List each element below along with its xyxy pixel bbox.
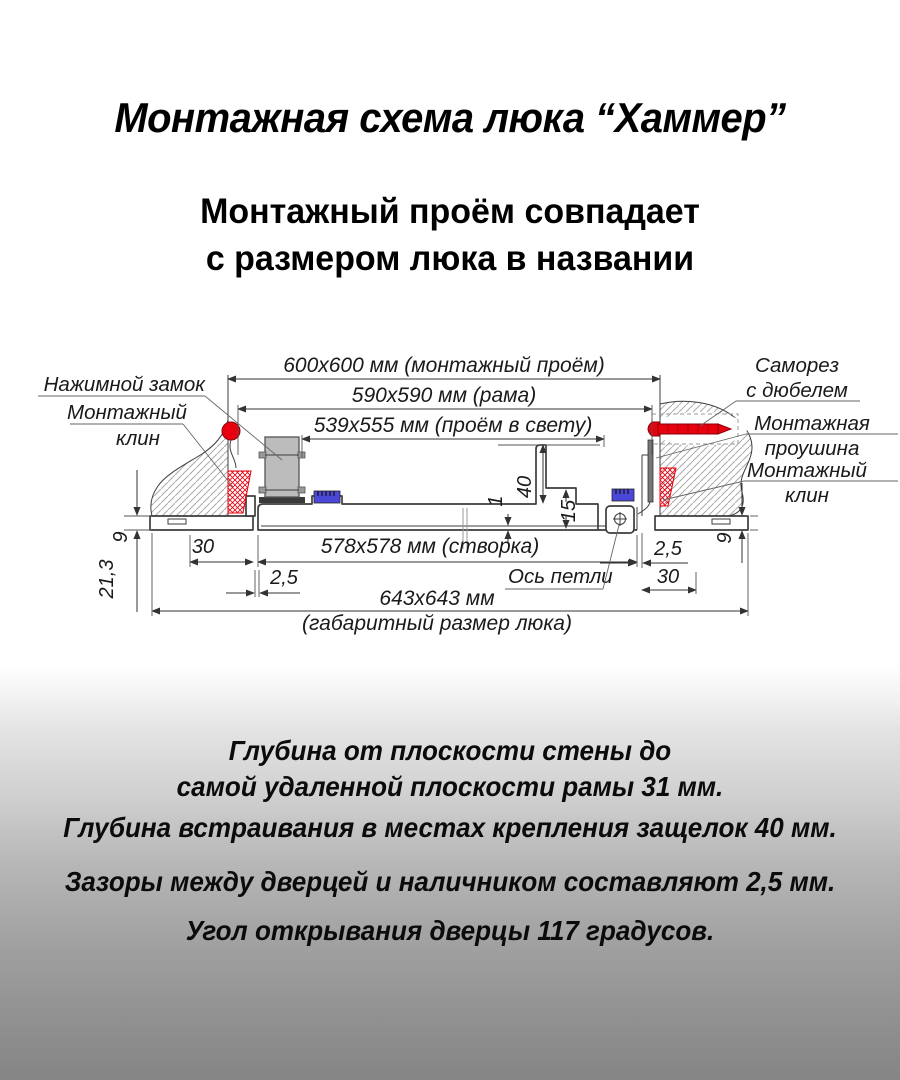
dim-overall: 643x643 мм (габаритный размер люка) [151,533,749,635]
left-seal [313,490,341,504]
mounting-lug [637,439,654,515]
dim-30-left: 30 [189,535,254,567]
dim-frame: 590x590 мм (рама) [237,384,653,455]
screw-with-dowel [647,413,739,445]
svg-text:клин: клин [116,427,160,450]
dim-text-30-left: 30 [192,536,214,558]
push-lock-button [221,421,241,441]
hinge-bracket [605,505,635,534]
dim-1: 1 [485,495,512,542]
svg-text:Монтажная: Монтажная [754,412,870,435]
dim-text-frame: 590x590 мм (рама) [352,384,536,407]
lock-wire [229,439,237,469]
right-casing-profile [654,515,749,531]
note-depth-frame-line1: Глубина от плоскости стены до [228,735,672,766]
svg-text:Нажимной замок: Нажимной замок [44,373,207,396]
svg-text:Монтажный: Монтажный [747,459,867,482]
dim-text-1: 1 [485,495,507,506]
dim-text-mounting-opening: 600x600 мм (монтажный проём) [283,354,605,377]
svg-text:проушина: проушина [765,437,860,460]
label-screw: Саморез с дюбелем [699,354,860,427]
right-mounting-wedge [659,467,677,507]
svg-text:с дюбелем: с дюбелем [746,379,848,402]
label-lug: Монтажная проушина [655,412,898,460]
subtitle-line-1: Монтажный проём совпадает [200,192,700,231]
dim-15: 15 [558,489,580,529]
left-frame-profile [245,495,256,517]
hinge-axis-callout: Ось петли [505,524,620,590]
note-gaps: Зазоры между дверцей и наличником состав… [64,866,836,897]
label-wedge-left: Монтажный клин [67,401,234,488]
bottom-gradient-background [0,665,900,1080]
dim-text-2-5-right: 2,5 [653,538,683,560]
dim-chain-right: 9 [714,483,758,563]
door-leaf-profile [257,444,638,531]
dim-text-30-right: 30 [657,566,679,588]
dim-clear-opening: 539x555 мм (проём в свету) [301,414,605,457]
dim-text-overall-caption: (габаритный размер люка) [302,612,572,635]
push-lock-assembly [258,436,306,503]
push-lock-body [264,436,300,498]
dim-text-clear-opening: 539x555 мм (проём в свету) [314,414,593,437]
dim-text-leaf: 578x578 мм (створка) [321,535,539,558]
dim-40: 40 [498,444,600,504]
page-title: Монтажная схема люка “Хаммер” [114,94,786,141]
dim-leaf: 578x578 мм (створка) [257,535,638,567]
dim-30-right: 30 [641,566,697,594]
svg-text:Монтажный: Монтажный [67,401,187,424]
dim-2-5-left: 2,5 [226,567,300,597]
svg-text:клин: клин [785,484,829,507]
dim-mounting-opening: 600x600 мм (монтажный проём) [227,354,661,383]
dim-text-9-right: 9 [714,532,736,543]
dim-text-9-left: 9 [110,531,132,542]
left-casing-profile [149,515,254,531]
dim-text-21-3: 21,3 [96,560,118,600]
dim-text-40: 40 [514,476,536,498]
subtitle-line-2: с размером люка в названии [205,239,695,279]
note-embed-depth: Глубина встраивания в местах крепления з… [63,812,837,843]
label-wedge-right: Монтажный клин [662,459,898,507]
dim-text-2-5-left: 2,5 [269,567,299,589]
note-opening-angle: Угол открывания дверцы 117 градусов. [185,915,715,946]
svg-text:Саморез: Саморез [755,354,839,377]
note-depth-frame-line2: самой удаленной плоскости рамы 31 мм. [176,771,724,803]
left-mounting-wedge [227,470,252,514]
dim-chain-left: 9 21,3 [96,470,152,612]
dim-2-5-right: 2,5 [600,533,688,568]
dim-text-15: 15 [558,499,580,522]
hatch-section-diagram: 600x600 мм (монтажный проём) 590x590 мм … [38,354,898,635]
label-push-lock: Нажимной замок [38,373,283,461]
right-seal [611,488,635,502]
dim-text-overall: 643x643 мм [379,587,494,610]
section-break-mark [462,508,468,549]
note-depth-frame: Глубина от плоскости стены до самой удал… [32,733,869,806]
page-subtitle: Монтажный проём совпадает с размером люк… [14,188,887,283]
hinge-axis-label: Ось петли [508,565,613,588]
